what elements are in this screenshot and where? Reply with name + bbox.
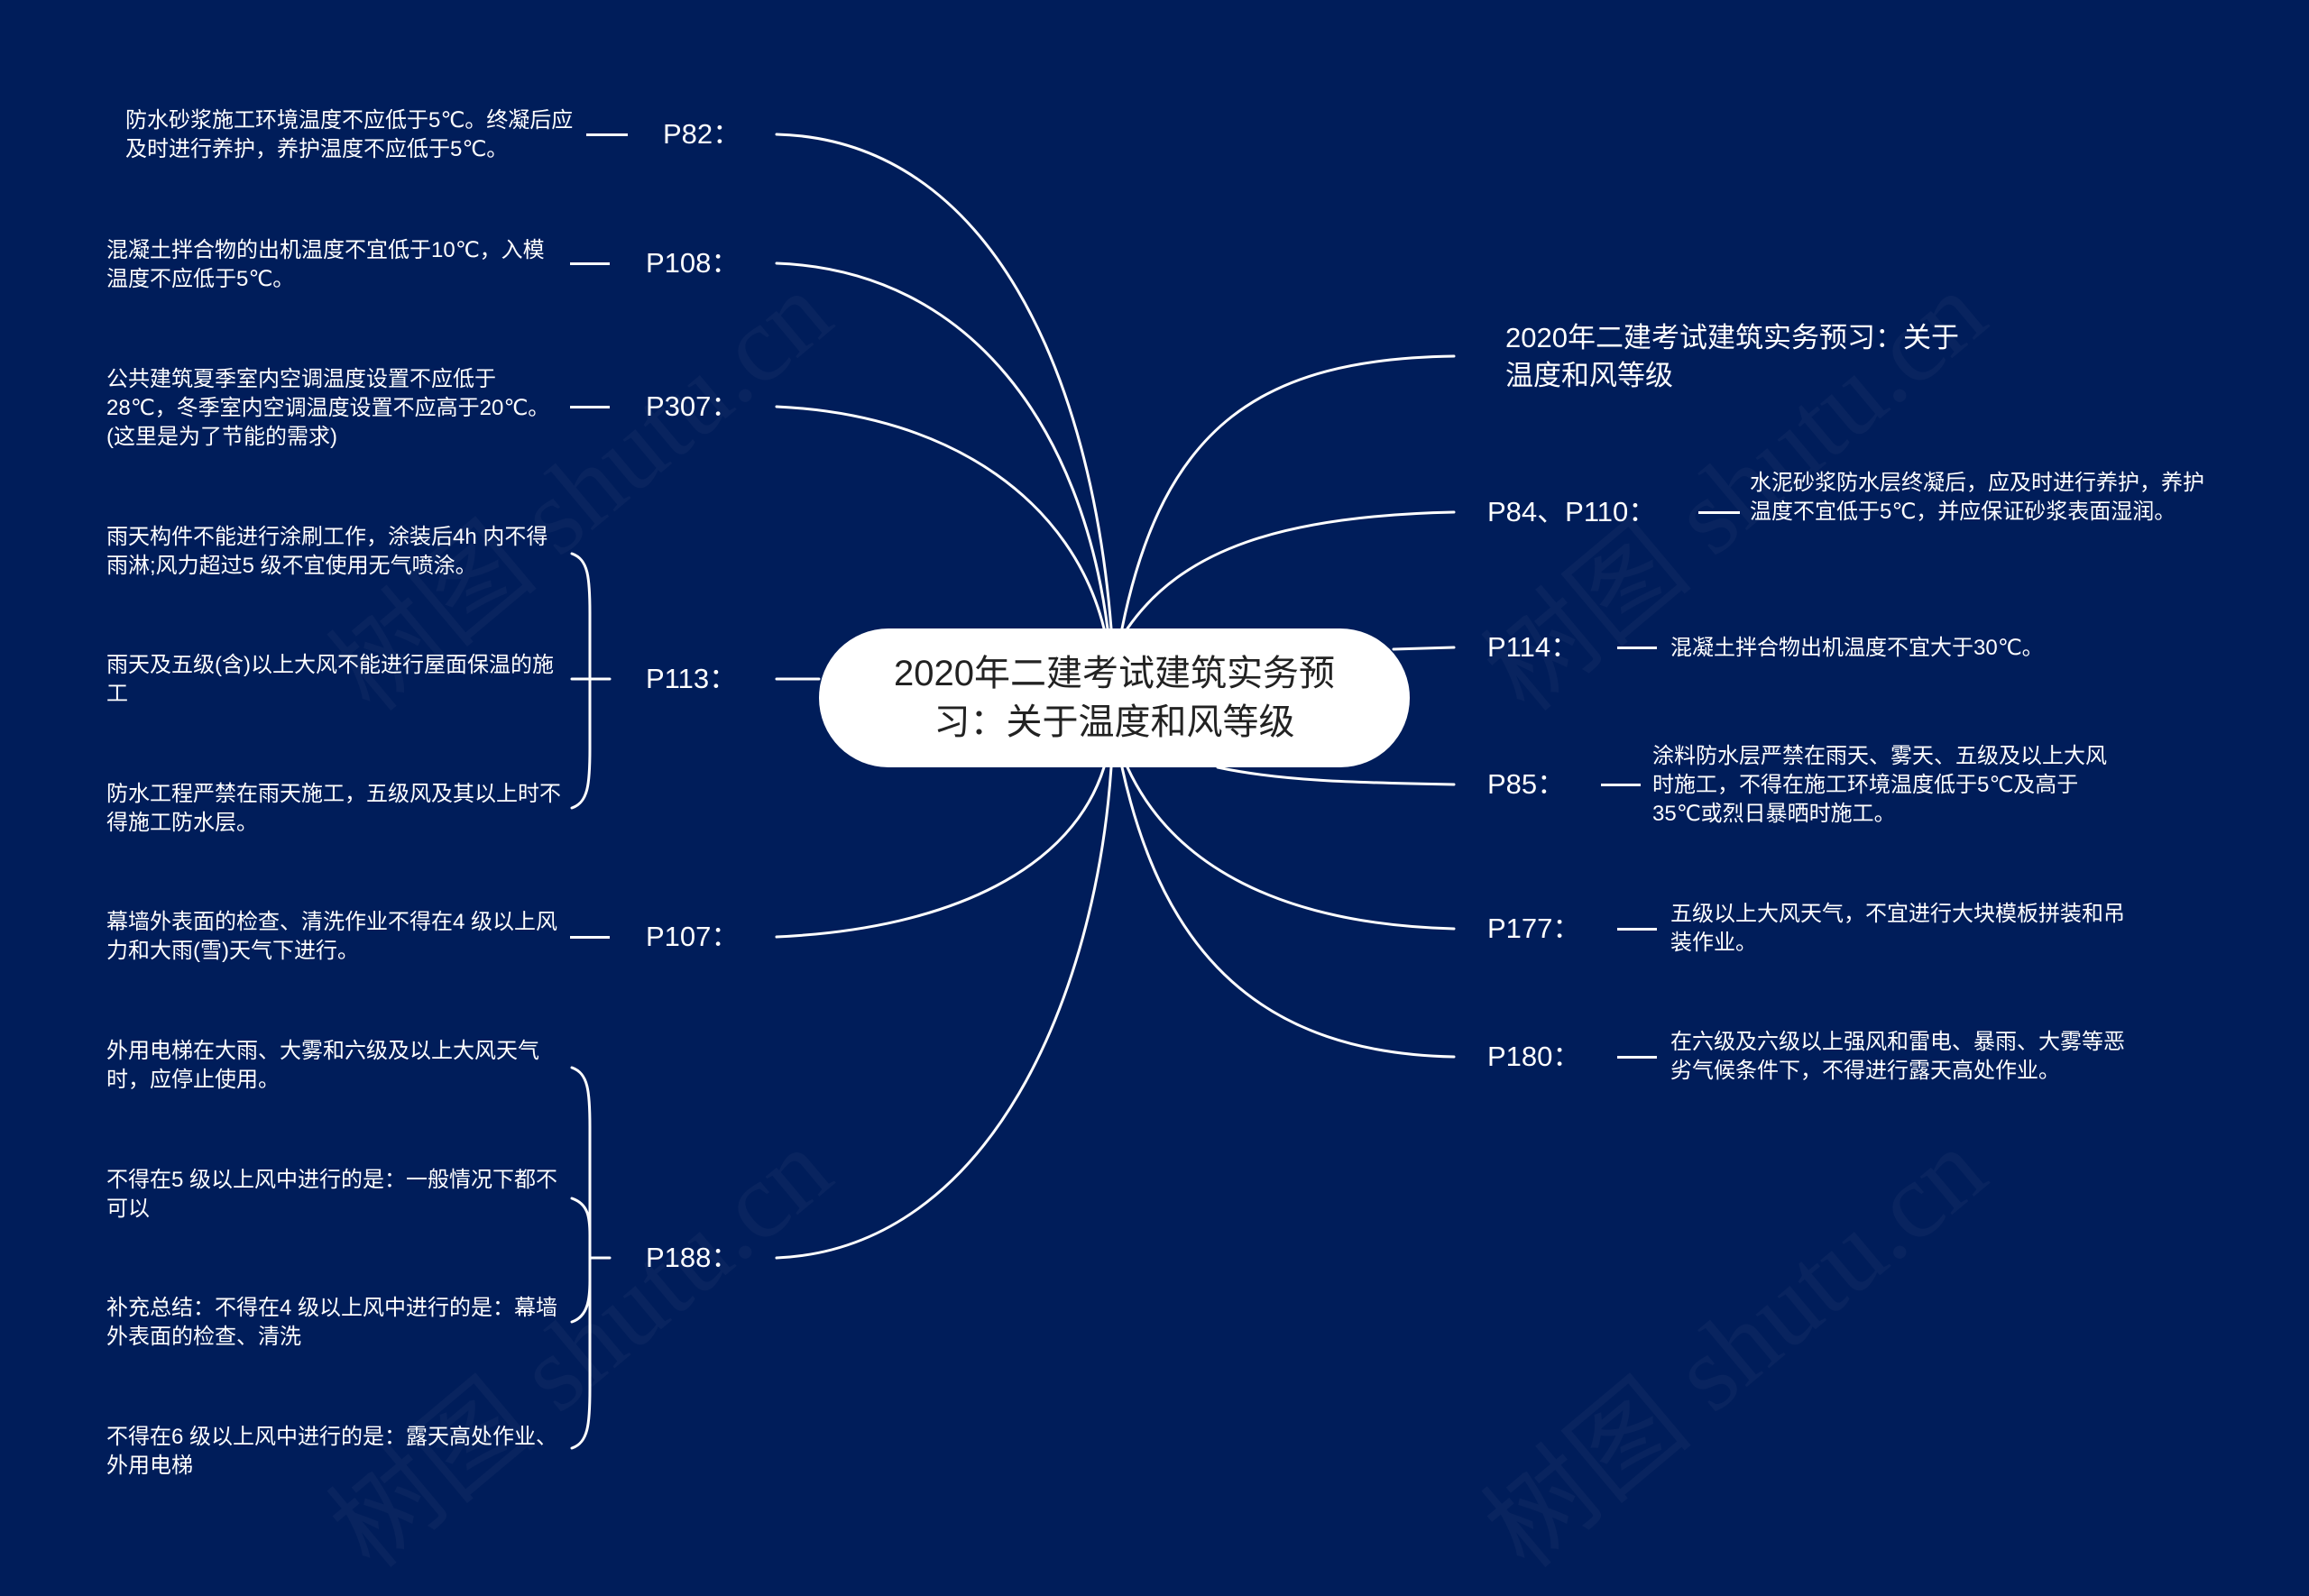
connector-dash	[1698, 511, 1740, 514]
note-p84-p110[interactable]: 水泥砂浆防水层终凝后，应及时进行养护，养护温度不宜低于5℃，并应保证砂浆表面湿润…	[1750, 471, 2204, 524]
connector-dash	[1617, 928, 1657, 931]
branch-p113[interactable]: P113：	[646, 663, 738, 694]
connector-dash	[570, 936, 610, 939]
branch-p82[interactable]: P82：	[663, 118, 741, 150]
note-p113-1[interactable]: 雨天构件不能进行涂刷工作，涂装后4h 内不得雨淋;风力超过5 级不宜使用无气喷涂…	[106, 525, 548, 578]
branch-p108[interactable]: P108：	[646, 247, 740, 279]
note-p85[interactable]: 涂料防水层严禁在雨天、雾天、五级及以上大风时施工，不得在施工环境温度低于5℃及高…	[1652, 744, 2107, 826]
branch-p85[interactable]: P85：	[1487, 768, 1566, 800]
branch-p180[interactable]: P180：	[1487, 1041, 1581, 1072]
branch-topic-title[interactable]: 2020年二建考试建筑实务预习：关于温度和风等级	[1505, 322, 1959, 391]
connector-dash	[570, 406, 610, 408]
note-p177[interactable]: 五级以上大风天气，不宜进行大块模板拼装和吊装作业。	[1670, 902, 2125, 955]
note-p107[interactable]: 幕墙外表面的检查、清洗作业不得在4 级以上风力和大雨(雪)天气下进行。	[106, 910, 558, 963]
note-p108[interactable]: 混凝土拌合物的出机温度不宜低于10℃，入模温度不应低于5℃。	[106, 238, 545, 291]
central-topic-text: 2020年二建考试建筑实务预习：关于温度和风等级	[894, 654, 1335, 742]
note-p307[interactable]: 公共建筑夏季室内空调温度设置不应低于28℃，冬季室内空调温度设置不应高于20℃。…	[106, 367, 550, 449]
connector-dash	[1601, 784, 1641, 786]
branch-p307[interactable]: P307：	[646, 390, 740, 422]
note-p113-2[interactable]: 雨天及五级(含)以上大风不能进行屋面保温的施工	[106, 653, 554, 706]
note-p114[interactable]: 混凝土拌合物出机温度不宜大于30℃。	[1670, 636, 2044, 660]
note-p188-2[interactable]: 不得在5 级以上风中进行的是：一般情况下都不可以	[106, 1168, 558, 1221]
note-p188-4[interactable]: 不得在6 级以上风中进行的是：露天高处作业、外用电梯	[106, 1425, 558, 1478]
connector-dash	[1617, 1056, 1657, 1059]
note-p113-3[interactable]: 防水工程严禁在雨天施工，五级风及其以上时不得施工防水层。	[106, 782, 561, 835]
connector-dash	[1617, 647, 1657, 649]
branch-p107[interactable]: P107：	[646, 921, 740, 952]
connector-dash	[586, 133, 628, 136]
branch-p84-p110[interactable]: P84、P110：	[1487, 496, 1657, 527]
branch-p177[interactable]: P177：	[1487, 913, 1581, 944]
central-topic[interactable]: 2020年二建考试建筑实务预习：关于温度和风等级	[819, 628, 1410, 767]
note-p180[interactable]: 在六级及六级以上强风和雷电、暴雨、大雾等恶劣气候条件下，不得进行露天高处作业。	[1670, 1030, 2125, 1083]
branch-p114[interactable]: P114：	[1487, 631, 1579, 663]
note-p82[interactable]: 防水砂浆施工环境温度不应低于5℃。终凝后应及时进行养护，养护温度不应低于5℃。	[125, 108, 574, 161]
branch-p188[interactable]: P188：	[646, 1242, 740, 1273]
note-p188-1[interactable]: 外用电梯在大雨、大雾和六级及以上大风天气时，应停止使用。	[106, 1039, 539, 1092]
note-p188-3[interactable]: 补充总结：不得在4 级以上风中进行的是：幕墙外表面的检查、清洗	[106, 1296, 558, 1349]
connector-dash	[570, 262, 610, 265]
